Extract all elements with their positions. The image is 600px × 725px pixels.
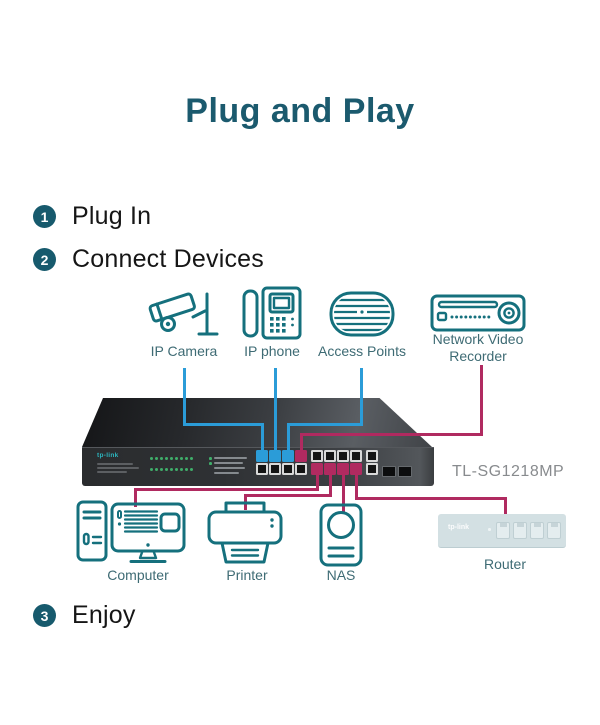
ethernet-port-empty <box>350 450 362 462</box>
led-dot <box>180 468 183 471</box>
ethernet-port-empty <box>311 450 323 462</box>
legend-line <box>214 467 245 469</box>
network-video-recorder-label: Network Video Recorder <box>432 331 524 364</box>
ethernet-port-empty <box>366 463 378 475</box>
ip-camera-label: IP Camera <box>150 343 218 359</box>
tp-link-logo: tp-link <box>97 452 119 459</box>
ethernet-port-empty <box>324 450 336 462</box>
cable-nas <box>342 466 345 513</box>
cable-router <box>355 466 358 500</box>
cable-access-point <box>287 423 290 452</box>
step-connect-devices: 2 Connect Devices <box>33 245 264 274</box>
ethernet-port-plugged <box>269 450 281 462</box>
cable-computer <box>134 488 319 491</box>
nas-label: NAS <box>326 567 356 583</box>
switch-top-surface <box>82 398 432 447</box>
legend-led-dot <box>209 462 212 465</box>
panel-print-line <box>97 471 127 473</box>
ethernet-port-empty <box>282 463 294 475</box>
router-port <box>513 522 527 539</box>
computer-icon <box>76 500 186 563</box>
led-dot <box>160 468 163 471</box>
cable-ip-camera <box>261 423 264 452</box>
cable-router <box>355 497 507 500</box>
step-label: Connect Devices <box>72 245 264 273</box>
cable-router <box>504 497 507 519</box>
ip-phone-icon <box>242 286 302 340</box>
router-tp-link-logo: tp-link <box>448 524 469 531</box>
switch-model-label: TL-SG1218MP <box>452 463 565 480</box>
router-device: tp-link <box>438 514 566 548</box>
ethernet-port-empty <box>295 463 307 475</box>
led-dot <box>165 468 168 471</box>
cable-computer <box>134 488 137 507</box>
ethernet-port-empty <box>366 450 378 462</box>
led-dot <box>185 457 188 460</box>
cable-nvr <box>300 433 303 452</box>
ethernet-port-empty <box>256 463 268 475</box>
router-port <box>547 522 561 539</box>
ethernet-port-plugged <box>256 450 268 462</box>
led-dot <box>185 468 188 471</box>
cable-computer <box>316 466 319 491</box>
step-number-badge: 2 <box>33 248 56 271</box>
router-port <box>496 522 510 539</box>
router-led-dot <box>488 528 491 531</box>
led-dot <box>190 468 193 471</box>
network-video-recorder-icon <box>430 294 526 332</box>
cable-ip-camera <box>183 368 186 426</box>
access-point-icon <box>329 291 395 337</box>
ethernet-port-empty <box>337 450 349 462</box>
led-dot <box>155 457 158 460</box>
page-title: Plug and Play <box>185 92 415 130</box>
cable-nvr <box>480 365 483 436</box>
access-points-label: Access Points <box>318 343 406 359</box>
step-enjoy: 3 Enjoy <box>33 601 136 630</box>
led-dot <box>155 468 158 471</box>
cable-nvr <box>300 433 483 436</box>
computer-label: Computer <box>107 567 169 583</box>
led-dot <box>170 457 173 460</box>
led-dot <box>160 457 163 460</box>
legend-line <box>214 457 247 459</box>
cable-printer <box>244 494 332 497</box>
step-label: Plug In <box>72 202 152 230</box>
ethernet-port-plugged <box>282 450 294 462</box>
nas-icon <box>319 503 363 567</box>
legend-led-dot <box>209 457 212 460</box>
led-dot <box>165 457 168 460</box>
router-port <box>530 522 544 539</box>
sfp-slot <box>382 466 396 477</box>
panel-print-line <box>97 463 133 465</box>
sfp-slot <box>398 466 412 477</box>
legend-line <box>214 462 243 464</box>
led-dot <box>150 457 153 460</box>
step-label: Enjoy <box>72 601 136 629</box>
cable-ip-camera <box>183 423 264 426</box>
step-number-badge: 3 <box>33 604 56 627</box>
cable-printer <box>329 466 332 497</box>
printer-label: Printer <box>226 567 268 583</box>
step-number-badge: 1 <box>33 205 56 228</box>
cable-ip-phone <box>274 368 277 452</box>
led-dot <box>175 457 178 460</box>
router-label: Router <box>483 556 527 572</box>
ip-camera-icon <box>148 292 219 336</box>
ip-phone-label: IP phone <box>244 343 300 359</box>
ethernet-port-groups <box>256 450 378 475</box>
led-dot <box>190 457 193 460</box>
ethernet-port-empty <box>269 463 281 475</box>
cable-access-point <box>287 423 363 426</box>
cable-access-point <box>360 368 363 426</box>
led-dot <box>175 468 178 471</box>
printer-icon <box>207 501 283 564</box>
ethernet-port-plugged <box>295 450 307 462</box>
led-dot <box>180 457 183 460</box>
led-dot <box>170 468 173 471</box>
led-dot <box>150 468 153 471</box>
step-plug-in: 1 Plug In <box>33 202 151 231</box>
legend-line <box>214 472 239 474</box>
panel-print-line <box>97 467 139 469</box>
led-indicator-grid <box>150 457 193 471</box>
